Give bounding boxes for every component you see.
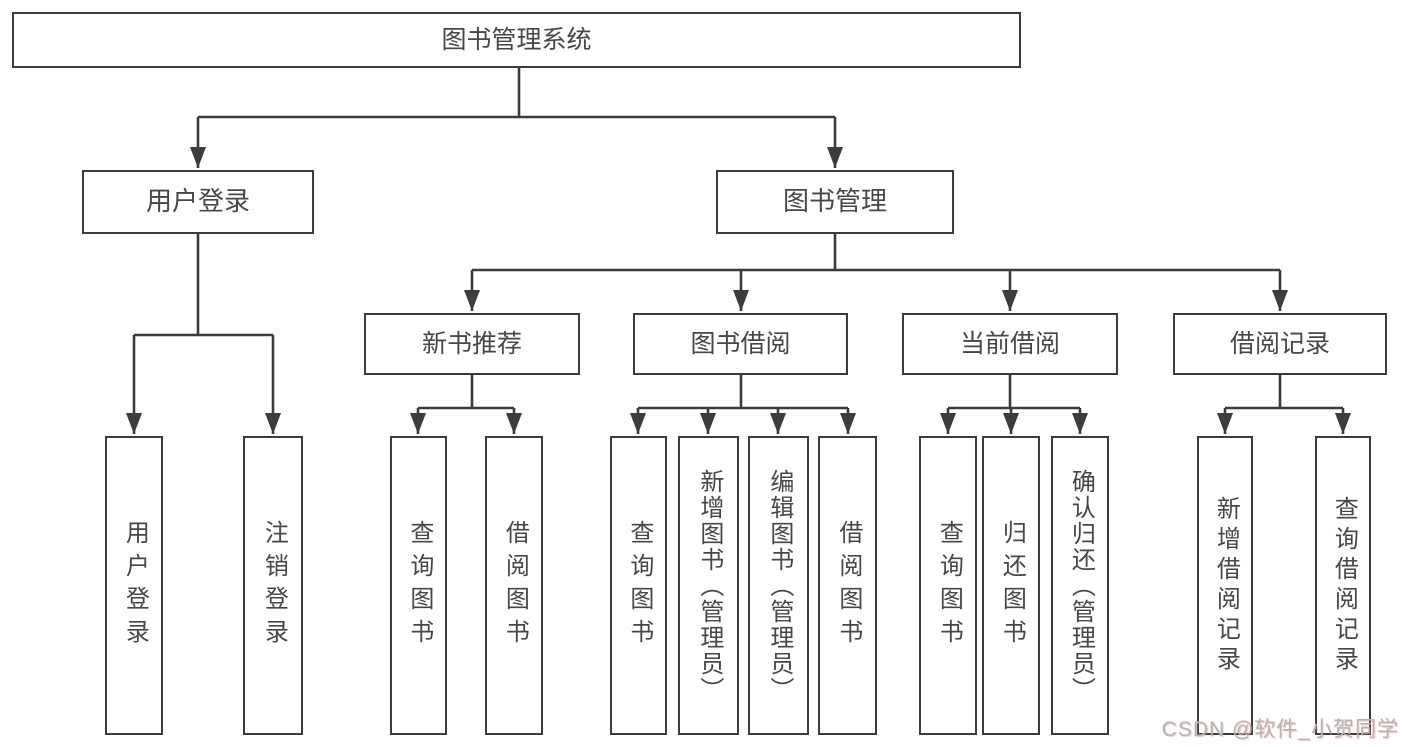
leaf-confirm-return-admin: 确认归还（管理员） xyxy=(1051,436,1109,735)
edges-book-mgmt-children xyxy=(464,234,1288,311)
node-system-root: 图书管理系统 xyxy=(12,12,1021,68)
node-user-login-branch: 用户登录 xyxy=(82,170,314,234)
edges-root-to-level2 xyxy=(190,68,843,168)
leaf-query-books-2: 查询图书 xyxy=(610,436,667,735)
leaf-query-books-3: 查询图书 xyxy=(919,436,977,735)
node-current-borrowing: 当前借阅 xyxy=(902,313,1118,375)
node-book-management-branch: 图书管理 xyxy=(716,170,954,234)
edges-book-borrow-children xyxy=(630,375,856,434)
leaf-edit-book-admin: 编辑图书（管理员） xyxy=(748,436,809,735)
edges-user-login-children xyxy=(126,234,281,434)
leaf-borrow-books-2: 借阅图书 xyxy=(818,436,877,735)
leaf-return-book: 归还图书 xyxy=(982,436,1040,735)
edges-borrow-record-children xyxy=(1217,375,1351,434)
leaf-borrow-books-1: 借阅图书 xyxy=(485,436,543,735)
leaf-query-books-1: 查询图书 xyxy=(390,436,447,735)
leaf-user-login: 用户登录 xyxy=(105,436,163,735)
leaf-logout: 注销登录 xyxy=(243,436,303,735)
leaf-query-borrow-record: 查询借阅记录 xyxy=(1315,436,1371,735)
node-book-borrowing: 图书借阅 xyxy=(633,313,848,375)
leaf-add-book-admin: 新增图书（管理员） xyxy=(678,436,739,735)
node-new-book-recommend: 新书推荐 xyxy=(364,313,580,375)
edges-new-book-children xyxy=(410,375,522,434)
edges-current-borrow-children xyxy=(940,375,1088,434)
csdn-watermark: CSDN @软件_小贺同学 xyxy=(1161,718,1399,741)
node-borrowing-records: 借阅记录 xyxy=(1173,313,1387,375)
leaf-add-borrow-record: 新增借阅记录 xyxy=(1197,436,1253,735)
